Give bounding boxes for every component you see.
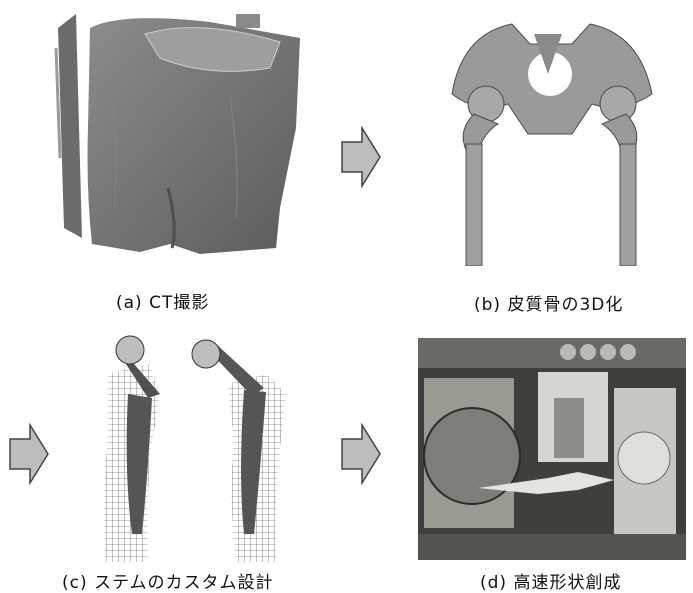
caption-c: (c) ステムのカスタム設計 bbox=[62, 568, 274, 593]
stem-design-illustration bbox=[88, 334, 314, 564]
caption-b: (b) 皮質骨の3D化 bbox=[474, 290, 623, 315]
arrow-right-icon bbox=[8, 423, 50, 485]
ct-volume-illustration bbox=[50, 8, 310, 270]
panel-b-bone-3d-image bbox=[422, 4, 678, 266]
panel-d-machining-image bbox=[418, 338, 686, 560]
caption-a: (a) CT撮影 bbox=[116, 288, 209, 313]
caption-d: (d) 高速形状創成 bbox=[480, 568, 621, 593]
machine-tool-illustration bbox=[418, 338, 686, 560]
arrow-right-icon bbox=[340, 126, 382, 188]
pelvis-femur-illustration bbox=[422, 4, 678, 266]
panel-a-ct-image bbox=[50, 8, 310, 270]
arrow-right-icon bbox=[340, 423, 382, 485]
panel-c-stem-design-image bbox=[88, 334, 314, 564]
